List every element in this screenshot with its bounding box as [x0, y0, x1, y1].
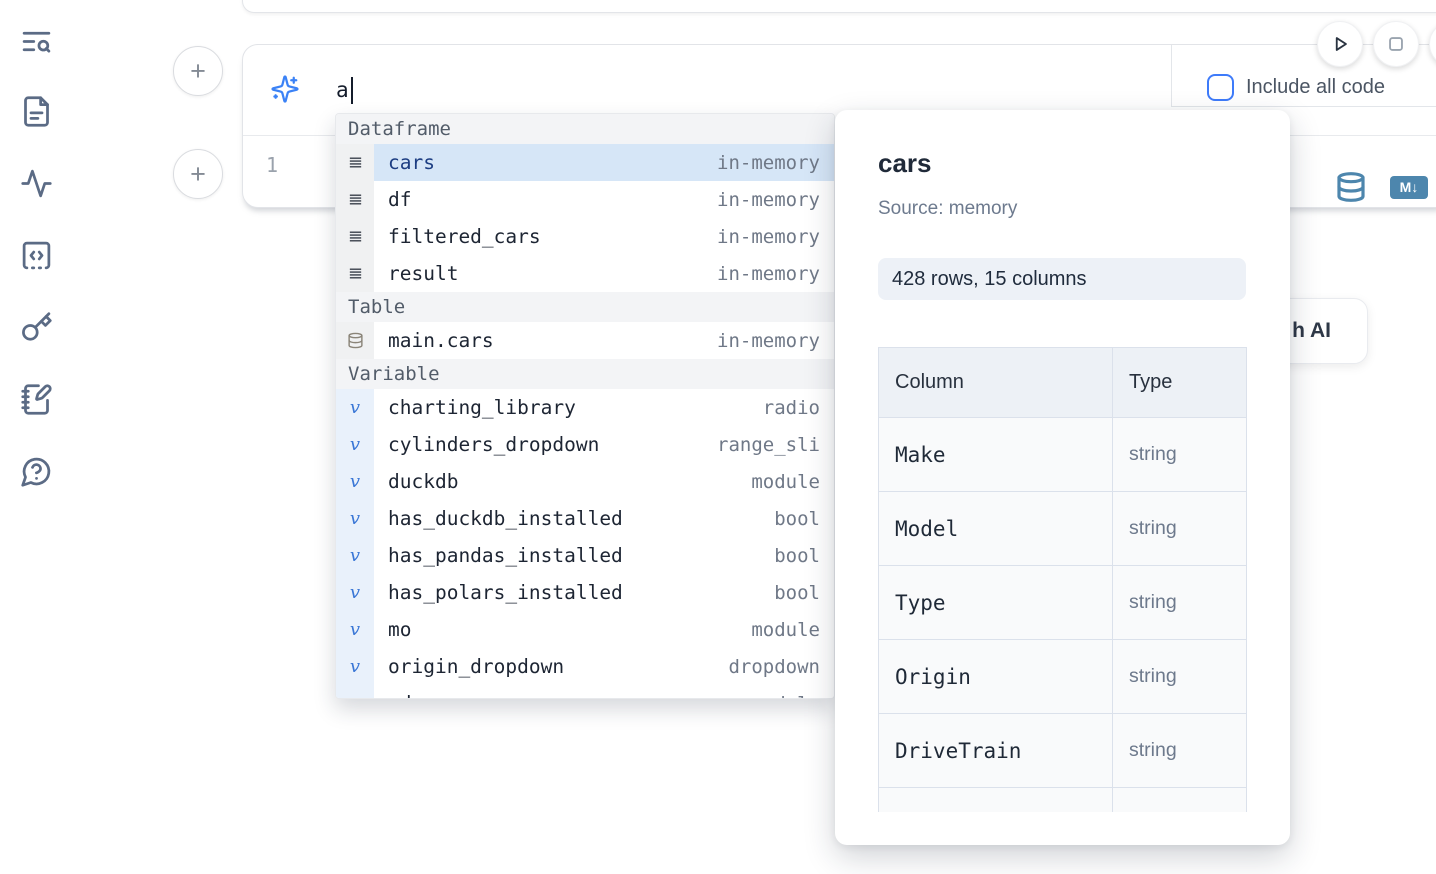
ai-prompt-input[interactable]: a [336, 73, 556, 107]
schema-column-type: string [1112, 417, 1247, 492]
schema-column-name: Type [878, 565, 1113, 640]
line-number: 1 [265, 153, 279, 177]
stop-button[interactable] [1373, 21, 1419, 67]
schema-header-type: Type [1112, 347, 1247, 418]
rows-icon [336, 255, 374, 292]
add-cell-button[interactable]: + [173, 149, 223, 199]
variable-icon: v [336, 389, 374, 426]
include-all-code-label: Include all code [1246, 76, 1385, 98]
shape-badge: 428 rows, 15 columns [878, 258, 1246, 300]
variable-icon: v [336, 537, 374, 574]
schema-column-name: Model [878, 491, 1113, 566]
schema-row: DriveTrain string [878, 713, 1247, 788]
ai-prompt-row: a Include all code [243, 45, 1436, 136]
schema-column-name: Origin [878, 639, 1113, 714]
sparkles-icon [270, 74, 300, 104]
preview-source: Source: memory [878, 198, 1018, 219]
run-cell-button[interactable] [1317, 21, 1363, 67]
key-icon[interactable] [17, 308, 55, 346]
variable-icon: v [336, 611, 374, 648]
schema-row: Type string [878, 565, 1247, 640]
code-square-icon[interactable] [17, 236, 55, 274]
variable-icon: v [336, 500, 374, 537]
variable-icon: v [336, 685, 374, 698]
ai-prompt-value: a [336, 78, 349, 102]
autocomplete-item-pd-partial[interactable]: v pdmodule [336, 685, 834, 698]
schema-table-wrapper: Column Type Make string Model string Typ… [878, 347, 1248, 812]
markdown-icon[interactable]: M↓ [1390, 176, 1428, 199]
rows-icon [336, 181, 374, 218]
schema-column-type: string [1112, 639, 1247, 714]
schema-row: Model string [878, 491, 1247, 566]
schema-table: Column Type Make string Model string Typ… [878, 347, 1247, 812]
variable-icon: v [336, 648, 374, 685]
rows-icon [336, 218, 374, 255]
previous-cell-edge [242, 0, 1436, 13]
text-caret [350, 76, 353, 104]
schema-column-type: string [1112, 491, 1247, 566]
variable-icon: v [336, 463, 374, 500]
variable-icon: v [336, 574, 374, 611]
schema-header-column: Column [878, 347, 1113, 418]
database-icon [336, 322, 374, 359]
schema-column-name [878, 787, 1113, 812]
include-all-code-section: Include all code [1171, 45, 1436, 107]
help-circle-icon[interactable] [17, 452, 55, 490]
section-header-variable: Variable [336, 359, 834, 389]
activity-icon[interactable] [17, 164, 55, 202]
database-icon[interactable] [1335, 170, 1367, 204]
file-icon[interactable] [17, 92, 55, 130]
schema-column-name: Make [878, 417, 1113, 492]
schema-row: Make string [878, 417, 1247, 492]
rows-icon [336, 144, 374, 181]
schema-column-type: string [1112, 565, 1247, 640]
list-search-icon[interactable] [17, 22, 55, 60]
notebook-pen-icon[interactable] [17, 380, 55, 418]
preview-title: cars [878, 148, 932, 178]
dataframe-preview-panel: cars Source: memory 428 rows, 15 columns… [835, 110, 1290, 845]
schema-column-type [1112, 787, 1247, 812]
schema-row: Origin string [878, 639, 1247, 714]
add-cell-button[interactable]: + [173, 46, 223, 96]
include-all-code-checkbox[interactable] [1207, 74, 1234, 101]
section-header-table: Table [336, 292, 834, 322]
schema-row-partial [878, 787, 1247, 812]
schema-column-name: DriveTrain [878, 713, 1113, 788]
schema-column-type: string [1112, 713, 1247, 788]
section-header-dataframe: Dataframe [336, 114, 834, 144]
variable-icon: v [336, 426, 374, 463]
